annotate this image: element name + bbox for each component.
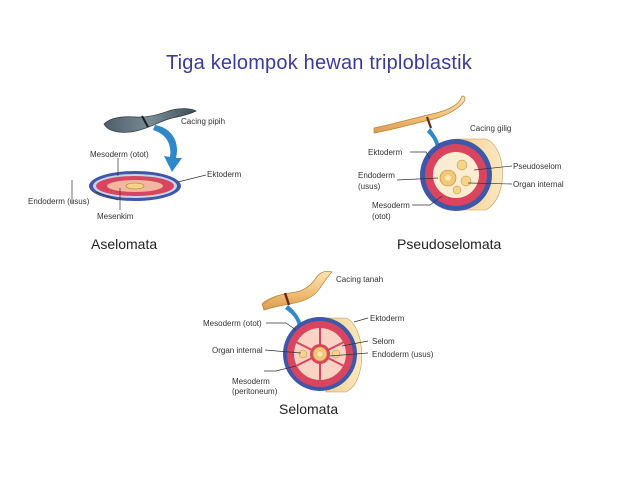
roundworm-illustration: [373, 95, 466, 134]
label-endoderm-usus: Endoderm (usus): [372, 350, 434, 359]
group-title-pseudoselomata: Pseudoselomata: [397, 236, 502, 252]
label-cacing-tanah: Cacing tanah: [336, 275, 384, 284]
label-ektoderm: Ektoderm: [207, 170, 242, 179]
label-mesoderm-otot: Mesoderm (otot): [90, 150, 149, 159]
label-mesoderm: Mesoderm: [232, 377, 270, 386]
pseudoselomata-diagram: [373, 95, 513, 211]
label-mesoderm-peritoneum: (peritoneum): [232, 387, 278, 396]
pseudoselomata-organ: [456, 159, 468, 171]
label-cacing-pipih: Cacing pipih: [181, 117, 226, 126]
label-pseudoselom: Pseudoselom: [513, 162, 562, 171]
label-mesenkim: Mesenkim: [97, 212, 134, 221]
group-title-aselomata: Aselomata: [91, 236, 158, 252]
aselomata-diagram: [71, 108, 207, 210]
roundworm-cut-line: [425, 116, 433, 129]
group-title-selomata: Selomata: [279, 401, 339, 417]
earthworm-cut-line: [283, 292, 291, 306]
label-endoderm: Endoderm: [358, 171, 395, 180]
label-organ-internal: Organ internal: [212, 346, 263, 355]
label-endoderm-usus: Endoderm (usus): [28, 197, 90, 206]
earthworm-illustration: [261, 270, 333, 311]
label-selom: Selom: [372, 337, 395, 346]
label-mesoderm-otot: (otot): [372, 212, 391, 221]
label-endoderm-usus: (usus): [358, 182, 381, 191]
flatworm-cut-line: [141, 115, 149, 128]
aselomata-endoderm-layer: [125, 182, 145, 190]
flatworm-illustration: [103, 108, 197, 133]
page-title: Tiga kelompok hewan triploblastik: [165, 52, 472, 74]
label-ektoderm: Ektoderm: [368, 148, 403, 157]
selomata-diagram: [261, 270, 369, 393]
label-organ-internal: Organ internal: [513, 180, 564, 189]
label-mesoderm-otot: Mesoderm (otot): [203, 319, 262, 328]
selomata-organ: [298, 349, 308, 359]
label-cacing-gilig: Cacing gilig: [470, 124, 512, 133]
label-ektoderm: Ektoderm: [370, 314, 405, 323]
pseudoselomata-pseudoselom: [433, 152, 479, 198]
label-mesoderm: Mesoderm: [372, 201, 410, 210]
arrow-icon: [153, 125, 182, 172]
